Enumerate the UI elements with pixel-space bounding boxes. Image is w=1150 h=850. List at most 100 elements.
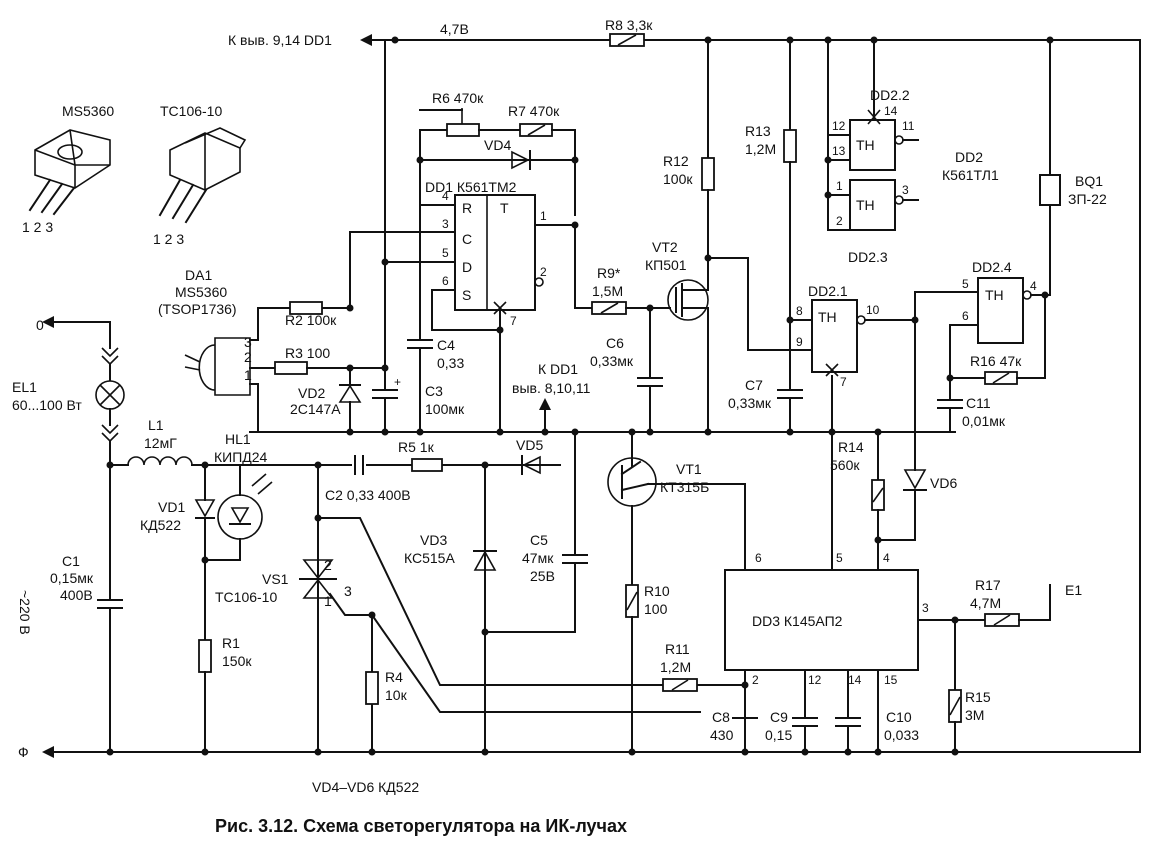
r9-ref: R9*: [597, 265, 621, 281]
dd3-label: DD3 К145АП2: [752, 613, 843, 629]
dd23-p3: 3: [902, 183, 909, 197]
c6-value: 0,33мк: [590, 353, 634, 369]
dd24-p4: 4: [1030, 279, 1037, 293]
c7-value: 0,33мк: [728, 395, 772, 411]
r14-value: 560к: [830, 457, 860, 473]
hl1-ref: HL1: [225, 431, 251, 447]
e1-label: E1: [1065, 582, 1082, 598]
hl1-type: КИПД24: [214, 449, 268, 465]
da1-pin2: 2: [244, 349, 252, 365]
dd21-gate: [811, 299, 858, 373]
vd6-label: VD6: [930, 475, 957, 491]
c4-value: 0,33: [437, 355, 464, 371]
r6-label: R6 470к: [432, 90, 484, 106]
dd1-pin-D: D: [462, 259, 472, 275]
r6-resistor: [446, 123, 480, 137]
dd21-p7: 7: [840, 375, 847, 389]
ms5360-package-drawing: [28, 129, 111, 216]
dd1-p2: 2: [540, 265, 547, 279]
dd24-gate: [977, 277, 1024, 344]
to-dd1-ref: К DD1: [538, 361, 578, 377]
dd3-p14: 14: [848, 673, 862, 687]
zero-arrow: [42, 316, 54, 328]
figure-caption: Рис. 3.12. Схема светорегулятора на ИК-л…: [215, 816, 627, 836]
r9-value: 1,5М: [592, 283, 623, 299]
r1-resistor: [198, 639, 212, 673]
r16-label: R16 47к: [970, 353, 1022, 369]
phase-label: Ф: [18, 744, 29, 760]
el1-value: 60...100 Вт: [12, 397, 82, 413]
top-rail-arrow: [360, 34, 372, 46]
dd24-ref: DD2.4: [972, 259, 1012, 275]
c7-ref: C7: [745, 377, 763, 393]
dd24-p5: 5: [962, 277, 969, 291]
vd2-ref: VD2: [298, 385, 325, 401]
vs1-type: ТС106-10: [215, 589, 277, 605]
bq1-type: ЗП-22: [1068, 191, 1107, 207]
tc106-package-drawing: [158, 127, 247, 224]
dd22-p14: 14: [884, 104, 898, 118]
dd21-p8: 8: [796, 304, 803, 318]
da1-ref: DA1: [185, 267, 212, 283]
r3-label: R3 100: [285, 345, 330, 361]
vt2-ref: VT2: [652, 239, 678, 255]
c1-ref: C1: [62, 553, 80, 569]
dd3-p15: 15: [884, 673, 898, 687]
r13-value: 1,2М: [745, 141, 776, 157]
vd3-type: КС515А: [404, 550, 455, 566]
c4-ref: C4: [437, 337, 455, 353]
r14-ref: R14: [838, 439, 864, 455]
dd2-ref: DD2: [955, 149, 983, 165]
r15-value: 3М: [965, 707, 984, 723]
r13-resistor: [783, 129, 797, 163]
dd3-p2: 2: [752, 673, 759, 687]
c5-voltage: 25В: [530, 568, 555, 584]
dd22-p11: 11: [902, 119, 915, 133]
r12-value: 100к: [663, 171, 693, 187]
ms5360-label: MS5360: [62, 103, 114, 119]
dd1-pin-R: R: [462, 200, 472, 216]
vs1-ref: VS1: [262, 571, 289, 587]
dd1-p1: 1: [540, 209, 547, 223]
vs1-pin3: 3: [344, 583, 352, 599]
r4-ref: R4: [385, 669, 403, 685]
r15-ref: R15: [965, 689, 991, 705]
vd5-label: VD5: [516, 437, 543, 453]
tc106-label: ТС106-10: [160, 103, 222, 119]
dd22-ref: DD2.2: [870, 87, 910, 103]
r8-label: R8 3,3к: [605, 17, 653, 33]
dd3-p4: 4: [883, 551, 890, 565]
c10-ref: C10: [886, 709, 912, 725]
dd23-ref: DD2.3: [848, 249, 888, 265]
dd24-th: ТН: [985, 287, 1004, 303]
c1-value: 0,15мк: [50, 570, 94, 586]
da1-pin1: 1: [244, 367, 252, 383]
top-rail-ref: К выв. 9,14 DD1: [228, 32, 332, 48]
dd22-gate: [849, 119, 896, 171]
phase-arrow: [42, 746, 54, 758]
r2-label: R2 100к: [285, 312, 337, 328]
dd3-p6: 6: [755, 551, 762, 565]
dd3-chip: [724, 569, 919, 671]
junction-dots: [106, 36, 1054, 756]
dd1-p7: 7: [510, 314, 517, 328]
to-dd1-arrow: [539, 398, 551, 410]
dd22-p12: 12: [832, 119, 846, 133]
c8-value: 430: [710, 727, 734, 743]
c11-value: 0,01мк: [962, 413, 1006, 429]
dd1-chip: [454, 194, 536, 311]
r5-label: R5 1к: [398, 439, 435, 455]
r2-resistor: [289, 301, 323, 315]
dd21-p9: 9: [796, 335, 803, 349]
dd3-p3: 3: [922, 601, 929, 615]
c3-value: 100мк: [425, 401, 465, 417]
l1-value: 12мГ: [144, 435, 177, 451]
vs1-pin1: 1: [324, 593, 332, 609]
c1-voltage: 400В: [60, 587, 93, 603]
vd2-type: 2С147А: [290, 401, 341, 417]
dd23-p1: 1: [836, 179, 843, 193]
hl1-led: [217, 494, 263, 540]
r12-resistor: [701, 157, 715, 191]
dd23-gate: [849, 179, 896, 231]
dd1-pin-T: T: [500, 200, 509, 216]
